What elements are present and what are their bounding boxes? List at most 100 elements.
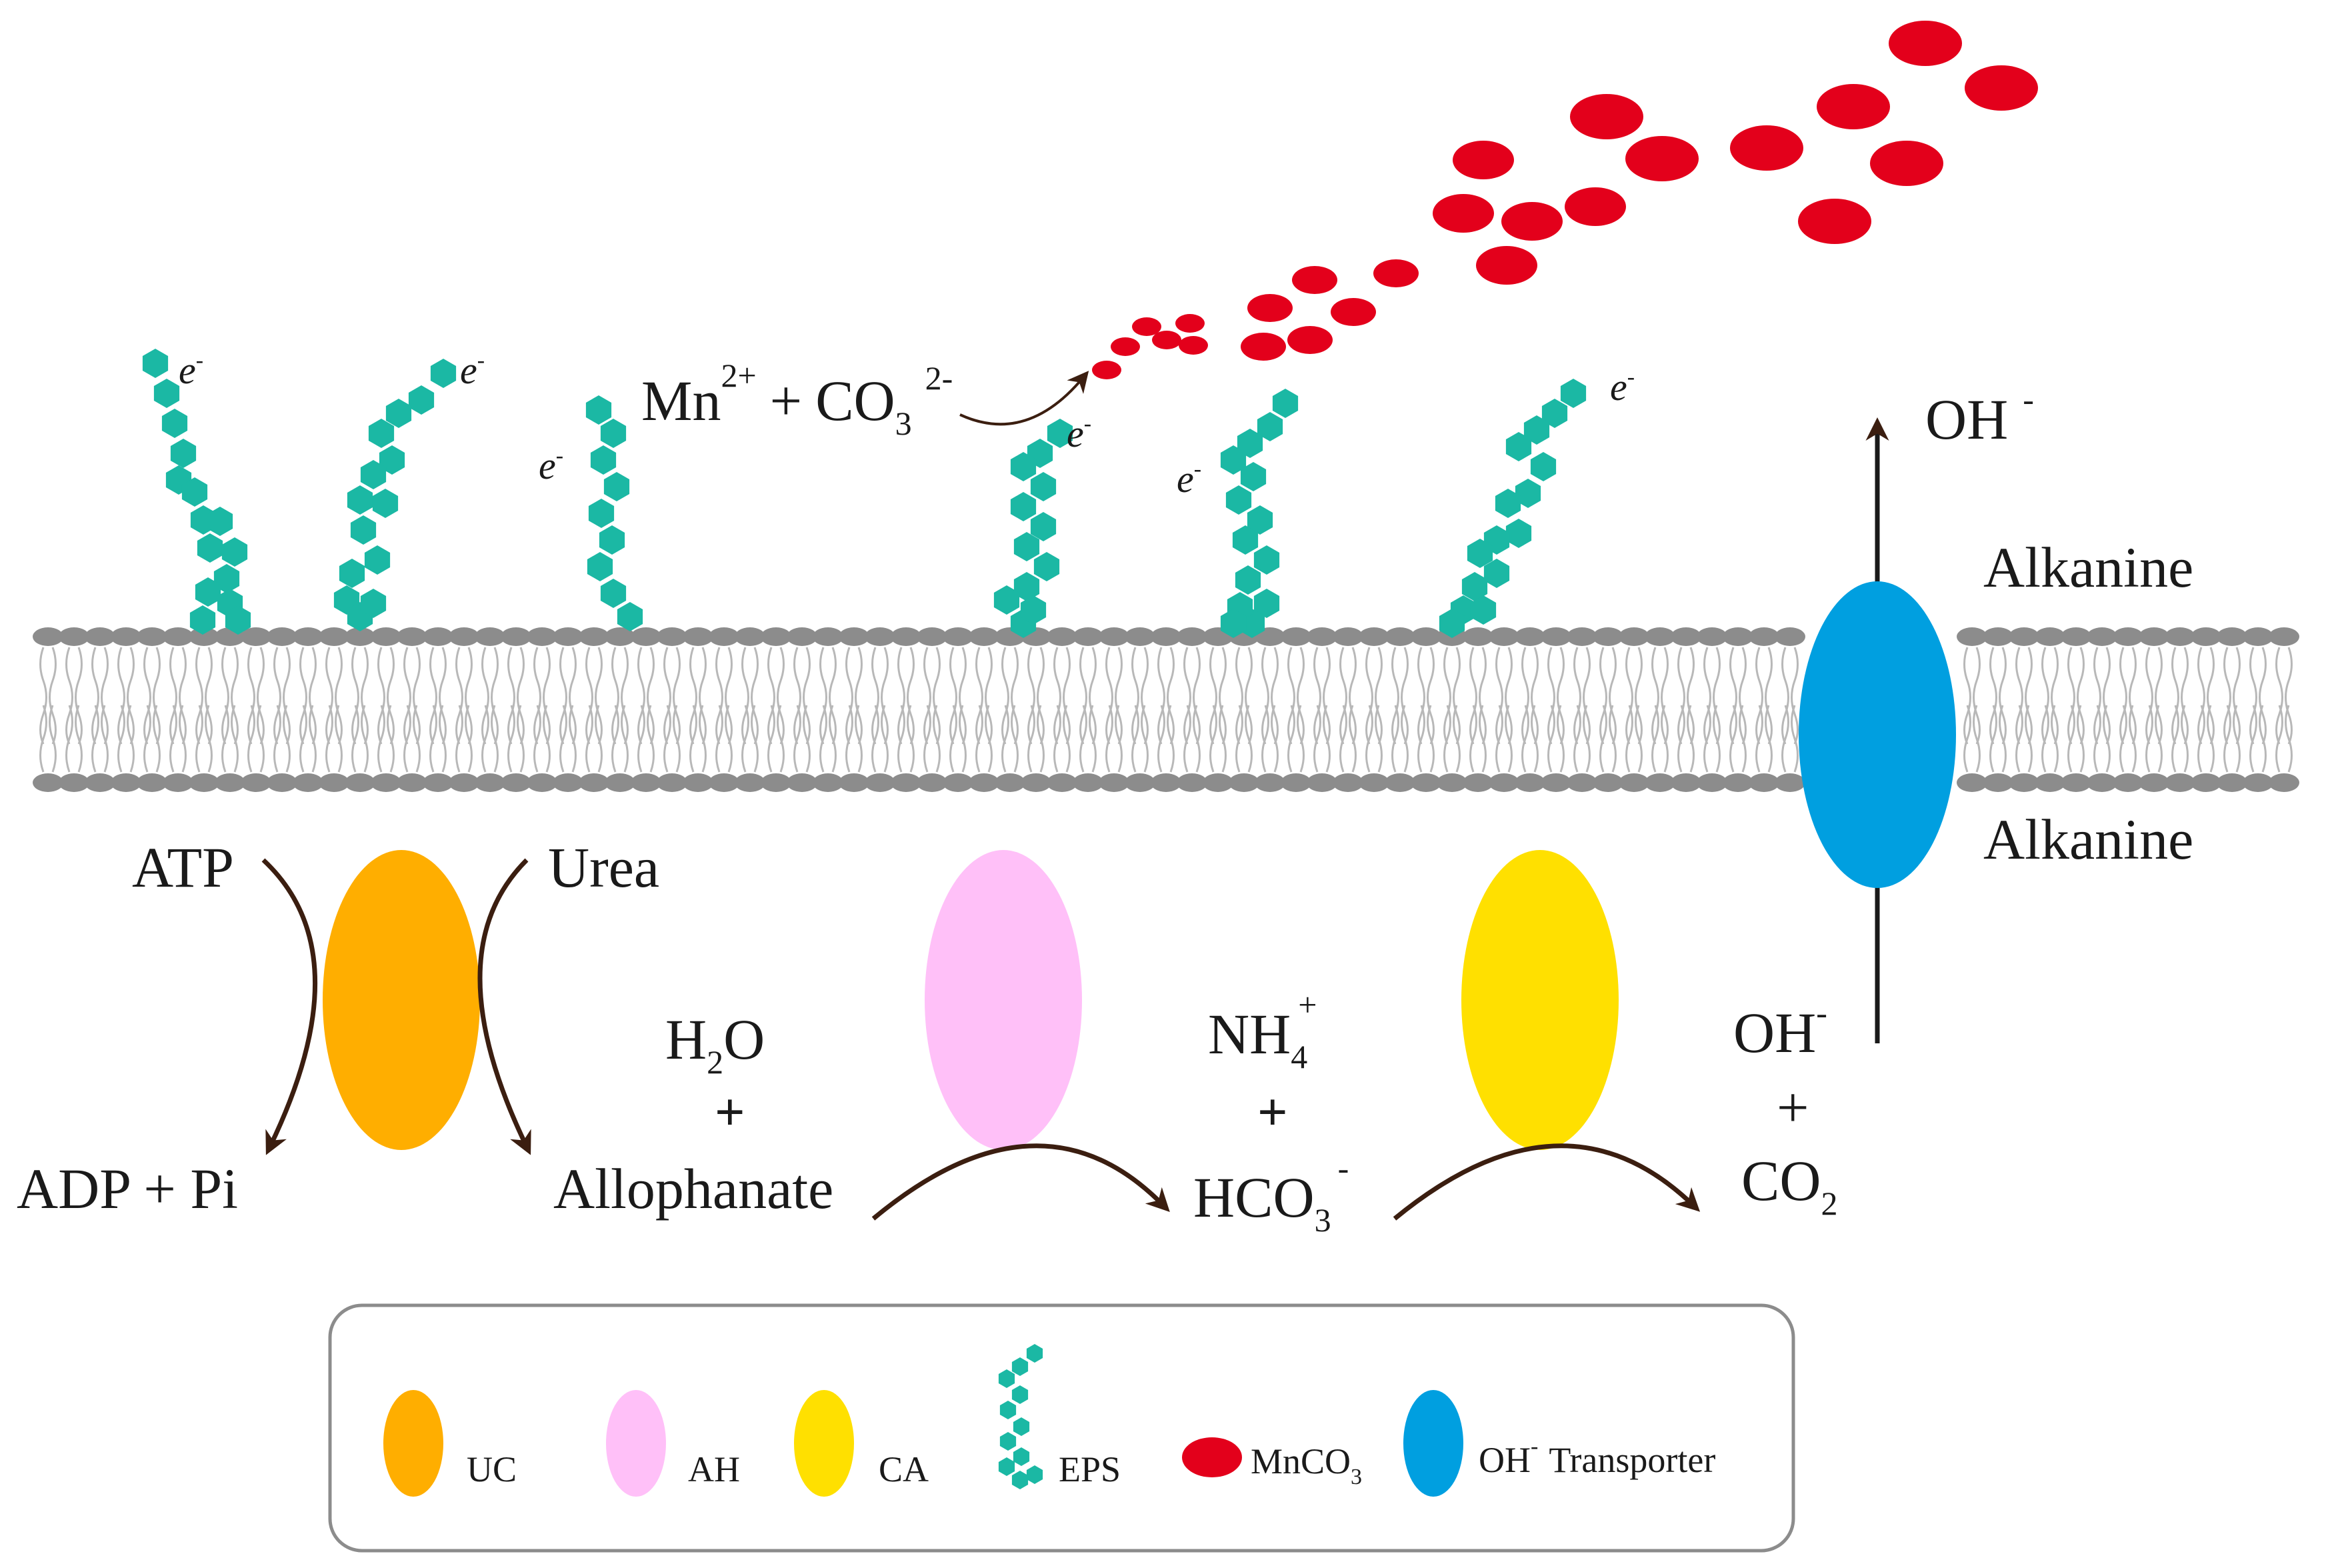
lipid-tail [361, 647, 369, 745]
lipid-head [33, 773, 63, 792]
lipid-head [111, 773, 141, 792]
lipid-tail [2275, 647, 2283, 745]
lipid-tail [959, 705, 967, 773]
eps-unit [360, 589, 387, 618]
lipid-tail [1729, 647, 1737, 745]
lipid-head [1697, 627, 1727, 646]
lipid-head [1593, 627, 1623, 646]
eps-unit [1257, 412, 1283, 441]
lipid-head [319, 627, 349, 646]
lipid-head [1151, 627, 1181, 646]
lipid-head [163, 627, 193, 646]
eps-unit [1483, 559, 1510, 588]
lipid-tail [387, 705, 395, 773]
lipid-head [579, 773, 609, 792]
alkanine-label-bottom: Alkanine [1983, 807, 2193, 871]
allophanate-label: Allophanate [553, 1157, 833, 1221]
lipid-tail [1271, 705, 1279, 773]
oh-export-label: OH- [1925, 381, 2034, 451]
lipid-head [1515, 773, 1545, 792]
lipid-head [33, 627, 63, 646]
eps-legend-unit [999, 1401, 1017, 1419]
lipid-head [1775, 627, 1805, 646]
lipid-head [449, 773, 479, 792]
lipid-head [1385, 627, 1415, 646]
lipid-tail [1349, 647, 1357, 745]
lipid-tail [507, 647, 515, 745]
lipid-tail [1157, 705, 1165, 773]
lipid-tail [231, 647, 239, 745]
lipid-head [1749, 627, 1779, 646]
eps-unit [339, 559, 365, 588]
lipid-tail [881, 705, 889, 773]
lipid-tail [689, 705, 697, 773]
eps-legend-unit [998, 1457, 1015, 1476]
lipid-tail [725, 647, 733, 745]
lipid-tail [1011, 647, 1019, 745]
lipid-tail [2285, 705, 2293, 773]
lipid-tail [2181, 647, 2189, 745]
lipid-tail [2129, 705, 2137, 773]
eps-unit [1020, 595, 1047, 625]
lipid-tail [351, 705, 359, 773]
eps-unit [385, 399, 412, 428]
lipid-tail [517, 647, 525, 745]
eps-legend-unit [1026, 1465, 1043, 1484]
lipid-head [1203, 773, 1233, 792]
lipid-head [1177, 627, 1207, 646]
lipid-head [475, 627, 505, 646]
lipid-tail [65, 705, 73, 773]
lipid-tail [2233, 647, 2241, 745]
eps-unit [225, 605, 251, 635]
lipid-tail [1703, 705, 1711, 773]
eps-unit [1515, 479, 1541, 508]
lipid-tail [767, 705, 775, 773]
hco3-label: HCO3- [1193, 1149, 1349, 1239]
lipid-head [865, 627, 895, 646]
mnco3-particle [1965, 65, 2038, 111]
lipid-tail [1765, 705, 1773, 773]
lipid-tail [1729, 705, 1737, 773]
lipid-tail [855, 647, 863, 745]
lipid-head [241, 627, 271, 646]
lipid-head [657, 773, 687, 792]
eps-legend-unit [1013, 1417, 1030, 1436]
lipid-tail [585, 647, 593, 745]
eps-unit [600, 419, 627, 448]
lipid-tail [205, 647, 213, 745]
eps-unit [360, 460, 387, 489]
lipid-tail [335, 705, 343, 773]
lipid-head [2191, 773, 2221, 792]
lipid-tail [1375, 647, 1383, 745]
eps-unit [372, 489, 399, 518]
lipid-tail [819, 647, 827, 745]
lipid-tail [777, 705, 785, 773]
lipid-head [1645, 627, 1675, 646]
lipid-tail [1443, 705, 1451, 773]
lipid-head [995, 773, 1025, 792]
eps-unit [153, 379, 180, 408]
lipid-tail [1495, 647, 1503, 745]
lipid-tail [1349, 705, 1357, 773]
lipid-tail [2119, 705, 2127, 773]
lipid-head [1775, 773, 1805, 792]
lipid-tail [1417, 705, 1425, 773]
lipid-tail [1651, 647, 1659, 745]
lipid-head [241, 773, 271, 792]
lipid-tail [1219, 705, 1227, 773]
eps-legend-unit [1011, 1471, 1029, 1489]
lipid-tail [1183, 705, 1191, 773]
lipid-head [2009, 627, 2039, 646]
lipid-tail [1115, 647, 1123, 745]
lipid-tail [741, 705, 749, 773]
eps-unit [430, 359, 457, 388]
eps-unit [1013, 572, 1040, 601]
eps-unit [603, 472, 630, 501]
mnco3-particle [1570, 94, 1643, 139]
lipid-head [111, 627, 141, 646]
lipid-tail [975, 647, 983, 745]
lipid-head [1021, 773, 1051, 792]
precipitation-arrow [959, 371, 1089, 426]
lipid-tail [455, 705, 463, 773]
lipid-tail [1521, 647, 1529, 745]
